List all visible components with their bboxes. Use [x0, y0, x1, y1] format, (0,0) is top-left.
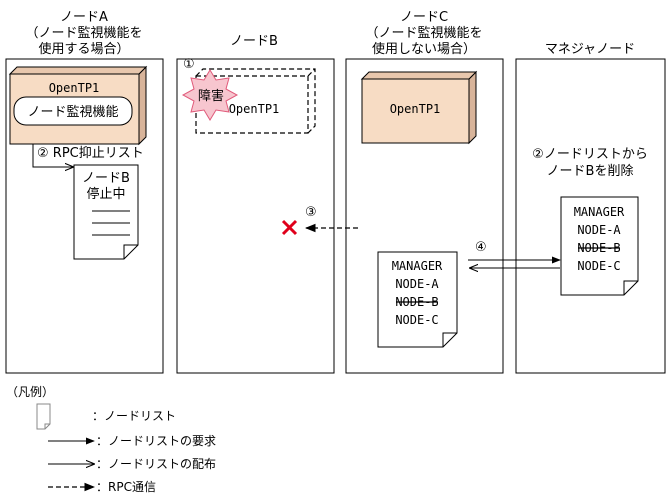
node-c-title: ノードC	[400, 10, 448, 25]
failure-label: 障害	[198, 88, 224, 104]
legend-title: （凡例）	[6, 385, 54, 399]
node-b-title: ノードB	[230, 34, 278, 49]
node-a-heading: ノードA （ノード監視機能を 使用する場合）	[25, 10, 142, 57]
node-c-frame	[345, 58, 504, 374]
rpc-blocked-cross	[281, 219, 298, 236]
manager-list-item-node-a: NODE-A	[577, 223, 621, 237]
step-1-marker: ①	[183, 57, 195, 72]
node-a-opentp1-label: OpenTP1	[49, 81, 100, 95]
node-b-opentp1-label: OpenTP1	[229, 102, 280, 116]
step-2-delete-line-2: ノードBを削除	[547, 164, 634, 179]
step-4-marker: ④	[475, 240, 487, 255]
step-3-marker: ③	[305, 205, 317, 220]
node-c-list-item-node-c: NODE-C	[395, 313, 438, 327]
node-b-frame	[176, 58, 335, 374]
rpc-suppression-list-label: ② RPC抑止リスト	[37, 146, 144, 161]
manager-node-list-document: MANAGER NODE-A NODE-B NODE-C	[560, 196, 639, 296]
manager-list-item-node-c: NODE-C	[577, 259, 620, 273]
suppressed-node-status: 停止中	[86, 186, 125, 202]
node-a-to-list-arrow	[32, 144, 73, 167]
legend-request: ：ノードリストの要求	[96, 434, 216, 448]
node-c-opentp1-box: OpenTP1	[360, 70, 478, 145]
failure-burst: 障害	[181, 69, 239, 121]
manager-node-title: マネジャノード	[545, 42, 635, 57]
legend-document-icon	[36, 403, 51, 430]
node-c-subtitle-1: （ノード監視機能を	[365, 25, 482, 41]
node-c-list-item-manager: MANAGER	[392, 259, 443, 273]
node-c-heading: ノードC （ノード監視機能を 使用しない場合）	[365, 10, 482, 57]
node-b-opentp1-box-failed: OpenTP1	[195, 68, 316, 134]
node-a-title: ノードA	[60, 10, 108, 25]
legend-distribution: ：ノードリストの配布	[96, 457, 216, 471]
node-monitoring-feature-box	[13, 96, 133, 126]
legend-rpc: ：RPC通信	[96, 480, 156, 494]
node-a-opentp1-box: OpenTP1 ノード監視機能	[8, 65, 148, 146]
manager-node-frame	[515, 58, 666, 374]
node-c-opentp1-label: OpenTP1	[390, 102, 441, 116]
node-monitoring-feature-label: ノード監視機能	[27, 104, 118, 120]
step-2-delete-line-1: ②ノードリストから	[532, 147, 648, 162]
node-c-subtitle-2: 使用しない場合）	[372, 41, 476, 57]
node-a-frame	[5, 58, 164, 374]
legend-node-list: ：ノードリスト	[92, 409, 176, 423]
rpc-suppression-list-document: ノードB 停止中	[73, 164, 139, 260]
suppressed-node-name: ノードB	[82, 171, 130, 186]
node-a-subtitle-2: 使用する場合）	[38, 41, 129, 57]
node-a-subtitle-1: （ノード監視機能を	[25, 25, 142, 41]
node-c-node-list-document: MANAGER NODE-A NODE-B NODE-C	[377, 251, 458, 348]
manager-list-item-manager: MANAGER	[574, 205, 625, 219]
node-c-list-item-node-a: NODE-A	[395, 277, 439, 291]
failure-burst-shape	[181, 69, 239, 121]
